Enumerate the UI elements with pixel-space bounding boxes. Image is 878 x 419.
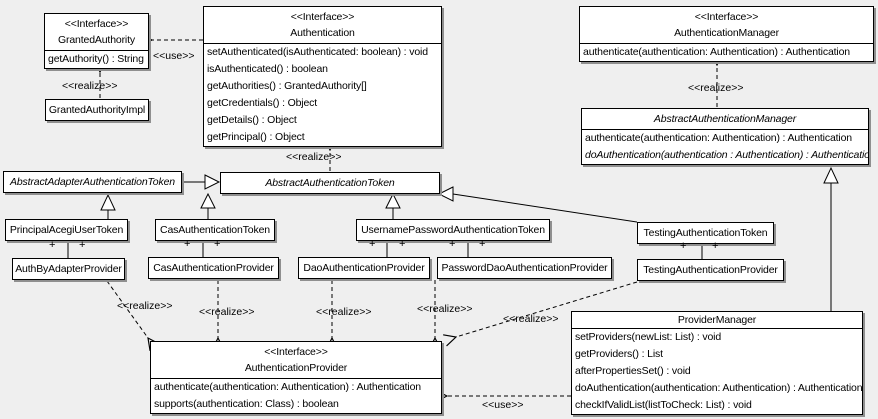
- method: authenticate(authentication: Authenticat…: [585, 132, 852, 144]
- edge-realize-authbyadapterprovider: [106, 280, 148, 338]
- method: afterPropertiesSet() : void: [575, 365, 691, 377]
- gen-triangle-right: [204, 174, 221, 190]
- class-name: CasAuthenticationToken: [160, 224, 270, 236]
- method: getProviders() : List: [575, 348, 663, 360]
- method: doAuthentication(authentication: Authent…: [575, 382, 862, 394]
- assoc-plus: +: [184, 238, 191, 250]
- edge-label-realize: <<realize>>: [62, 80, 118, 92]
- assoc-plus: +: [79, 239, 86, 251]
- class-name: UsernamePasswordAuthenticationToken: [361, 224, 545, 236]
- class-granted-authority: <<Interface>> GrantedAuthority getAuthor…: [44, 13, 149, 69]
- assoc-plus: +: [49, 239, 56, 251]
- class-name: GrantedAuthorityImpl: [48, 104, 146, 116]
- class-cas-authentication-token: CasAuthenticationToken: [155, 219, 275, 241]
- class-testing-authentication-token: TestingAuthenticationToken: [637, 222, 774, 244]
- method: setAuthenticated(isAuthenticated: boolea…: [207, 46, 428, 58]
- class-abstract-authentication-manager: AbstractAuthenticationManager authentica…: [581, 108, 869, 165]
- gen-triangle-up: [385, 192, 401, 209]
- class-principal-acegi-user-token: PrincipalAcegiUserToken: [5, 219, 128, 241]
- class-name: AbstractAuthenticationManager: [653, 113, 797, 125]
- method: getAuthority() : String: [48, 53, 144, 65]
- gen-triangle-up: [100, 193, 116, 211]
- assoc-plus: +: [214, 238, 221, 250]
- class-name: TestingAuthenticationProvider: [643, 264, 778, 276]
- class-name: CasAuthenticationProvider: [153, 262, 274, 274]
- edge-label-realize: <<realize>>: [117, 300, 173, 312]
- edge-label-realize: <<realize>>: [316, 306, 372, 318]
- gen-triangle-left: [437, 186, 454, 202]
- class-name: DaoAuthenticationProvider: [303, 262, 425, 274]
- stereotype: <<Interface>>: [290, 11, 355, 23]
- method: getDetails() : Object: [207, 114, 297, 126]
- method: setProviders(newList: List) : void: [575, 331, 722, 343]
- edge-label-use: <<use>>: [153, 50, 195, 62]
- gen-triangle-up: [200, 192, 216, 209]
- class-authentication-manager: <<Interface>> AuthenticationManager auth…: [579, 6, 874, 62]
- edge-label-realize: <<realize>>: [688, 82, 744, 94]
- edge-label-realize: <<realize>>: [503, 313, 559, 325]
- class-name: AbstractAuthenticationToken: [265, 177, 395, 189]
- method: isAuthenticated() : boolean: [207, 63, 328, 75]
- class-name: AuthenticationProvider: [244, 362, 348, 374]
- edge-label-use: <<use>>: [482, 399, 524, 411]
- class-name: AuthByAdapterProvider: [15, 263, 122, 275]
- edge-realize-testingauthenticationprovider: [456, 281, 638, 337]
- assoc-plus: +: [399, 238, 406, 250]
- method: getAuthorities() : GrantedAuthority[]: [207, 80, 367, 92]
- assoc-plus: +: [680, 240, 687, 252]
- method: doAuthentication(authentication : Authen…: [585, 149, 868, 161]
- method: supports(authentication: Class) : boolea…: [154, 398, 339, 410]
- class-name: ProviderManager: [677, 314, 757, 326]
- assoc-plus: +: [712, 240, 719, 252]
- class-auth-by-adapter-provider: AuthByAdapterProvider: [12, 258, 125, 280]
- method: authenticate(authentication: Authenticat…: [154, 381, 421, 393]
- assoc-plus: +: [479, 238, 486, 250]
- stereotype: <<Interface>>: [64, 18, 129, 30]
- class-username-password-authentication-token: UsernamePasswordAuthenticationToken: [356, 219, 550, 241]
- method: checkIfValidList(listToCheck: List) : vo…: [575, 399, 752, 411]
- stereotype: <<Interface>>: [264, 346, 328, 358]
- edge-label-realize: <<realize>>: [417, 303, 473, 315]
- edge-gen-testingauthenticationtoken: [452, 193, 638, 223]
- class-name: Authentication: [290, 27, 355, 39]
- assoc-plus: +: [369, 238, 376, 250]
- class-authentication: <<Interface>> Authentication setAuthenti…: [203, 6, 442, 147]
- class-name: AuthenticationManager: [674, 27, 779, 39]
- method: getPrincipal() : Object: [207, 131, 305, 143]
- class-abstract-adapter-authentication-token: AbstractAdapterAuthenticationToken: [3, 171, 182, 193]
- class-testing-authentication-provider: TestingAuthenticationProvider: [637, 259, 784, 281]
- class-dao-authentication-provider: DaoAuthenticationProvider: [298, 257, 430, 279]
- class-name: TestingAuthenticationToken: [643, 227, 768, 239]
- class-name: AbstractAdapterAuthenticationToken: [10, 176, 175, 188]
- method: getCredentials() : Object: [207, 97, 318, 109]
- class-abstract-authentication-token: AbstractAuthenticationToken: [220, 172, 440, 194]
- assoc-plus: +: [449, 238, 456, 250]
- class-name: PasswordDaoAuthenticationProvider: [441, 262, 608, 274]
- class-authentication-provider: <<Interface>> AuthenticationProvider aut…: [150, 341, 442, 414]
- method: authenticate(authentication: Authenticat…: [583, 46, 850, 58]
- class-provider-manager: ProviderManager setProviders(newList: Li…: [571, 311, 863, 415]
- class-password-dao-authentication-provider: PasswordDaoAuthenticationProvider: [437, 257, 612, 279]
- class-granted-authority-impl: GrantedAuthorityImpl: [45, 99, 149, 121]
- class-name: GrantedAuthority: [58, 34, 135, 46]
- class-cas-authentication-provider: CasAuthenticationProvider: [148, 257, 279, 279]
- edge-label-realize: <<realize>>: [199, 306, 255, 318]
- stereotype: <<Interface>>: [694, 11, 759, 23]
- class-name: PrincipalAcegiUserToken: [9, 224, 124, 236]
- edge-label-realize: <<realize>>: [286, 151, 342, 163]
- gen-triangle-up: [823, 166, 839, 184]
